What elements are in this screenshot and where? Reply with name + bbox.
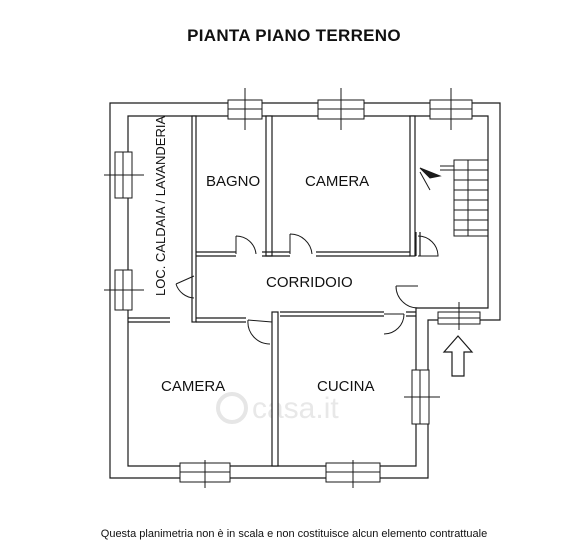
- room-label-loc-caldaia: LOC. CALDAIA / LAVANDERIA: [153, 116, 168, 296]
- window-top-3: [429, 88, 473, 130]
- room-label-camera-top: CAMERA: [305, 173, 369, 190]
- door-camera-bottom: [247, 319, 273, 345]
- plan-title: PIANTA PIANO TERRENO: [187, 26, 401, 45]
- window-left-1: [104, 151, 144, 199]
- door-loc-caldaia: [175, 275, 195, 299]
- interior-walls: [128, 115, 421, 467]
- doors: [175, 233, 439, 345]
- staircase: [419, 159, 489, 237]
- door-camera-top: [289, 233, 313, 255]
- windows: [104, 88, 481, 488]
- room-label-bagno: BAGNO: [206, 173, 260, 190]
- window-top-1: [227, 88, 263, 130]
- watermark-text: casa.it: [252, 392, 339, 425]
- window-top-2: [317, 88, 365, 130]
- disclaimer: Questa planimetria non è in scala e non …: [100, 528, 488, 540]
- window-entry: [437, 302, 481, 330]
- door-entry: [395, 285, 419, 309]
- door-bagno: [235, 235, 257, 255]
- room-label-corridoio: CORRIDOIO: [266, 274, 353, 291]
- room-label-camera-bottom: CAMERA: [161, 378, 225, 395]
- room-label-cucina: CUCINA: [317, 378, 375, 395]
- window-bottom-1: [179, 460, 231, 488]
- window-left-2: [104, 269, 144, 311]
- door-stair: [417, 235, 439, 257]
- window-bottom-2: [325, 460, 381, 488]
- watermark: casa.it: [216, 392, 339, 425]
- window-right-cucina: [404, 369, 440, 425]
- door-cucina: [383, 313, 405, 335]
- entry-arrow-icon: [442, 335, 474, 377]
